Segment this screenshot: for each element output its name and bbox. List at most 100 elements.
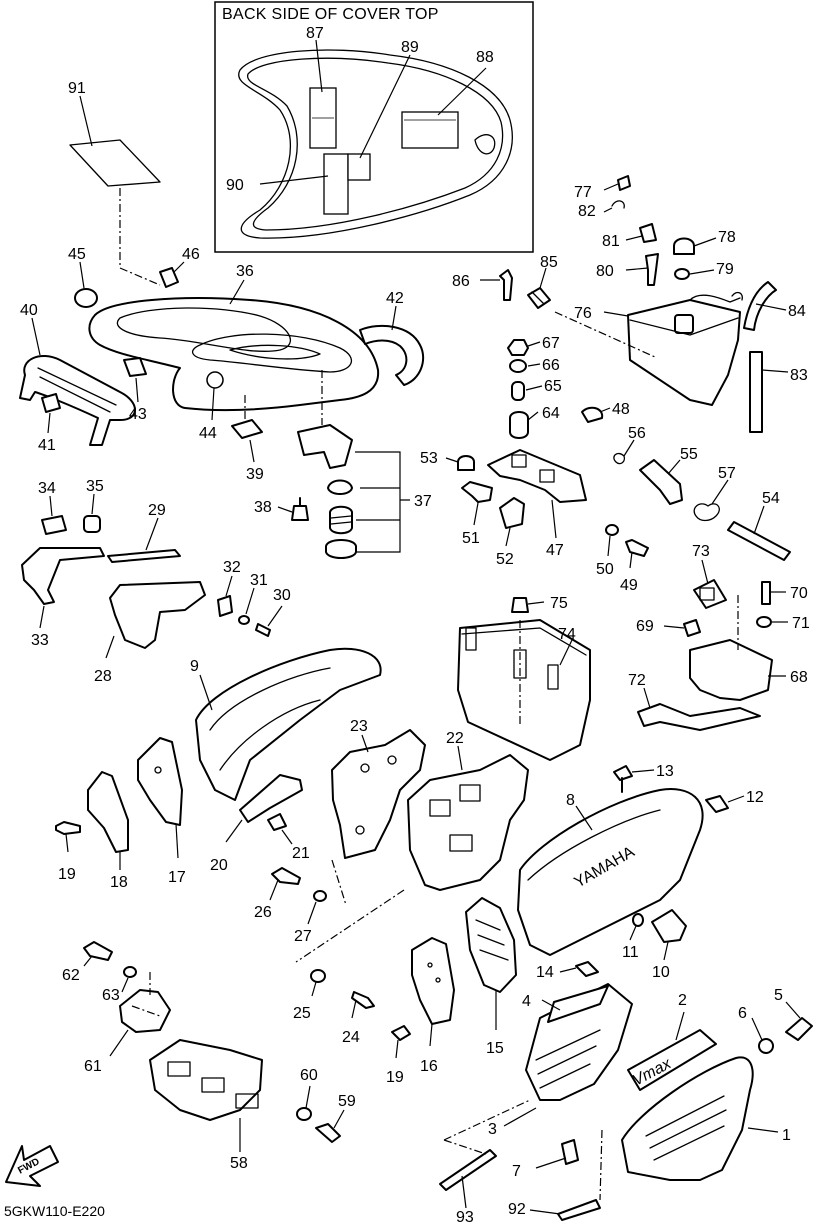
label-91: 91 xyxy=(68,80,86,97)
bracket-47-assembly: 47 64 65 66 67 48 53 51 52 56 55 57 xyxy=(420,335,791,594)
label-2: 2 xyxy=(678,992,687,1009)
label-11: 11 xyxy=(622,944,639,961)
fwd-arrow: FWD xyxy=(5,1145,59,1187)
lock-assembly-37: 37 38 xyxy=(254,370,432,559)
label-65: 65 xyxy=(544,378,562,395)
label-12: 12 xyxy=(746,789,764,806)
label-83: 83 xyxy=(790,367,808,384)
label-62: 62 xyxy=(62,967,80,984)
label-79: 79 xyxy=(716,261,734,278)
label-19a: 19 xyxy=(58,866,76,883)
label-57: 57 xyxy=(718,465,736,482)
label-58: 58 xyxy=(230,1155,248,1172)
reservoir-76-assembly: 76 77 82 81 80 78 79 84 83 85 86 xyxy=(452,175,808,433)
label-26: 26 xyxy=(254,904,272,921)
label-21: 21 xyxy=(292,845,310,862)
label-35: 35 xyxy=(86,478,104,495)
label-51: 51 xyxy=(462,530,480,547)
label-41: 41 xyxy=(38,437,56,454)
label-27: 27 xyxy=(294,928,312,945)
label-28: 28 xyxy=(94,668,112,685)
label-24: 24 xyxy=(342,1029,360,1046)
label-14: 14 xyxy=(536,964,554,981)
label-54: 54 xyxy=(762,490,780,507)
lower-left-brackets: 58 61 62 63 60 59 xyxy=(62,941,356,1172)
label-4: 4 xyxy=(522,993,531,1010)
label-36: 36 xyxy=(236,263,254,280)
label-61: 61 xyxy=(84,1058,102,1075)
label-88: 88 xyxy=(476,49,494,66)
label-6: 6 xyxy=(738,1005,747,1022)
inset-title: BACK SIDE OF COVER TOP xyxy=(222,6,439,23)
label-75: 75 xyxy=(550,595,568,612)
label-46: 46 xyxy=(182,246,200,263)
label-10: 10 xyxy=(652,964,670,981)
label-70: 70 xyxy=(790,585,808,602)
label-52: 52 xyxy=(496,551,514,568)
battery-box-74-assembly: 74 75 73 70 71 69 68 72 xyxy=(457,543,810,761)
label-25: 25 xyxy=(293,1005,311,1022)
label-30: 30 xyxy=(273,587,291,604)
inset-back-side-cover-top: BACK SIDE OF COVER TOP 87 89 88 90 xyxy=(214,1,534,253)
label-40: 40 xyxy=(20,302,38,319)
label-44: 44 xyxy=(199,425,217,442)
label-78: 78 xyxy=(718,229,736,246)
label-66: 66 xyxy=(542,357,560,374)
label-63: 63 xyxy=(102,987,120,1004)
label-39: 39 xyxy=(246,466,264,483)
label-59: 59 xyxy=(338,1093,356,1110)
label-87: 87 xyxy=(306,25,324,42)
label-72: 72 xyxy=(628,672,646,689)
label-32: 32 xyxy=(223,559,241,576)
label-48: 48 xyxy=(612,401,630,418)
label-22: 22 xyxy=(446,730,464,747)
label-29: 29 xyxy=(148,502,166,519)
label-64: 64 xyxy=(542,405,560,422)
label-5: 5 xyxy=(774,987,783,1004)
label-77: 77 xyxy=(574,184,592,201)
label-86: 86 xyxy=(452,273,470,290)
label-76: 76 xyxy=(574,305,592,322)
middle-brackets: 23 22 26 27 25 24 19 xyxy=(254,718,529,1086)
label-50: 50 xyxy=(596,561,614,578)
label-13: 13 xyxy=(656,763,674,780)
label-43: 43 xyxy=(129,406,147,423)
label-74: 74 xyxy=(558,626,576,643)
label-69: 69 xyxy=(636,618,654,635)
label-80: 80 xyxy=(596,263,614,280)
label-81: 81 xyxy=(602,233,620,250)
left-bracket-parts: 33 34 35 29 28 32 31 30 xyxy=(21,478,291,685)
label-33: 33 xyxy=(31,632,49,649)
label-42: 42 xyxy=(386,290,404,307)
label-49: 49 xyxy=(620,577,638,594)
label-19b: 19 xyxy=(386,1069,404,1086)
label-90: 90 xyxy=(226,177,244,194)
label-31: 31 xyxy=(250,572,268,589)
label-60: 60 xyxy=(300,1067,318,1084)
label-71: 71 xyxy=(792,615,810,632)
label-9: 9 xyxy=(190,658,199,675)
label-34: 34 xyxy=(38,480,56,497)
label-45: 45 xyxy=(68,246,86,263)
label-56: 56 xyxy=(628,425,646,442)
label-37: 37 xyxy=(414,493,432,510)
label-1: 1 xyxy=(782,1127,791,1144)
label-67: 67 xyxy=(542,335,560,352)
label-82: 82 xyxy=(578,203,596,220)
label-55: 55 xyxy=(680,446,698,463)
decal-91: 91 xyxy=(68,80,161,286)
label-18: 18 xyxy=(110,874,128,891)
label-3: 3 xyxy=(488,1121,497,1138)
label-47: 47 xyxy=(546,542,564,559)
label-8: 8 xyxy=(566,792,575,809)
label-23: 23 xyxy=(350,718,368,735)
label-15: 15 xyxy=(486,1040,504,1057)
left-panels: 9 17 18 19 20 21 xyxy=(55,647,382,891)
label-89: 89 xyxy=(401,39,419,56)
label-7: 7 xyxy=(512,1163,521,1180)
side-covers: YAMAHA 8 13 12 10 11 14 15 16 xyxy=(411,763,764,1075)
label-92: 92 xyxy=(508,1201,526,1218)
cover-top-assembly: 36 44 45 46 40 41 43 42 39 xyxy=(19,246,425,483)
label-17: 17 xyxy=(168,869,186,886)
